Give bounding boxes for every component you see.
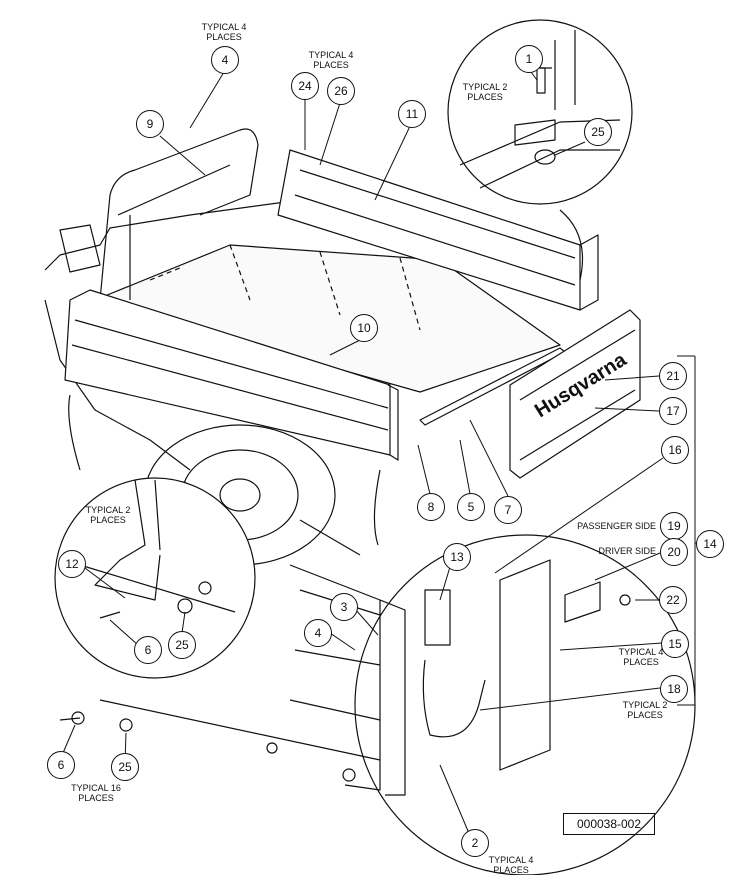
driver-side-label: DRIVER SIDE — [598, 546, 656, 556]
note-typical-4-places-top: TYPICAL 4 PLACES — [201, 22, 247, 42]
callout-6-bottom: 6 — [47, 751, 75, 779]
note-typical-4-places-right: TYPICAL 4 PLACES — [618, 647, 664, 667]
drawing-number: 000038-002 — [563, 813, 655, 835]
callout-5: 5 — [457, 493, 485, 521]
side-panel-front — [64, 289, 391, 456]
callout-26: 26 — [327, 77, 355, 105]
callout-1: 1 — [515, 45, 543, 73]
callout-12: 12 — [58, 550, 86, 578]
callout-25-top: 25 — [584, 118, 612, 146]
callout-18: 18 — [660, 675, 688, 703]
callout-17: 17 — [659, 397, 687, 425]
note-typical-2-places-top: TYPICAL 2 PLACES — [462, 82, 508, 102]
note-typical-2-places-right: TYPICAL 2 PLACES — [622, 700, 668, 720]
callout-13: 13 — [443, 543, 471, 571]
callout-24: 24 — [291, 72, 319, 100]
zoom-circle-left — [54, 477, 256, 679]
callout-10: 10 — [350, 314, 378, 342]
note-typical-16-places: TYPICAL 16 PLACES — [71, 783, 121, 803]
callout-4-bottom: 4 — [304, 619, 332, 647]
callout-6-left: 6 — [134, 636, 162, 664]
note-typical-4-places-bolts: TYPICAL 4 PLACES — [308, 50, 354, 70]
note-typical-4-places-bottom: TYPICAL 4 PLACES — [488, 855, 534, 875]
callout-20: 20 — [660, 538, 688, 566]
callout-7: 7 — [494, 496, 522, 524]
callout-11: 11 — [398, 100, 426, 128]
tailgate — [509, 309, 641, 479]
front-rail — [99, 128, 259, 301]
zoom-circle-top — [447, 19, 633, 205]
passenger-side-label: PASSENGER SIDE — [577, 521, 656, 531]
callout-15: 15 — [661, 630, 689, 658]
bed-floor — [94, 244, 561, 393]
callout-25-left: 25 — [168, 631, 196, 659]
callout-22: 22 — [659, 586, 687, 614]
note-typical-2-places-left: TYPICAL 2 PLACES — [85, 505, 131, 525]
callout-25-bottom: 25 — [111, 753, 139, 781]
callout-8: 8 — [417, 493, 445, 521]
callout-19: 19 — [660, 512, 688, 540]
callout-4-top: 4 — [211, 46, 239, 74]
callout-2: 2 — [461, 829, 489, 857]
callout-21: 21 — [659, 362, 687, 390]
callout-16: 16 — [661, 436, 689, 464]
callout-14: 14 — [696, 530, 724, 558]
callout-9: 9 — [136, 110, 164, 138]
callout-3: 3 — [330, 593, 358, 621]
